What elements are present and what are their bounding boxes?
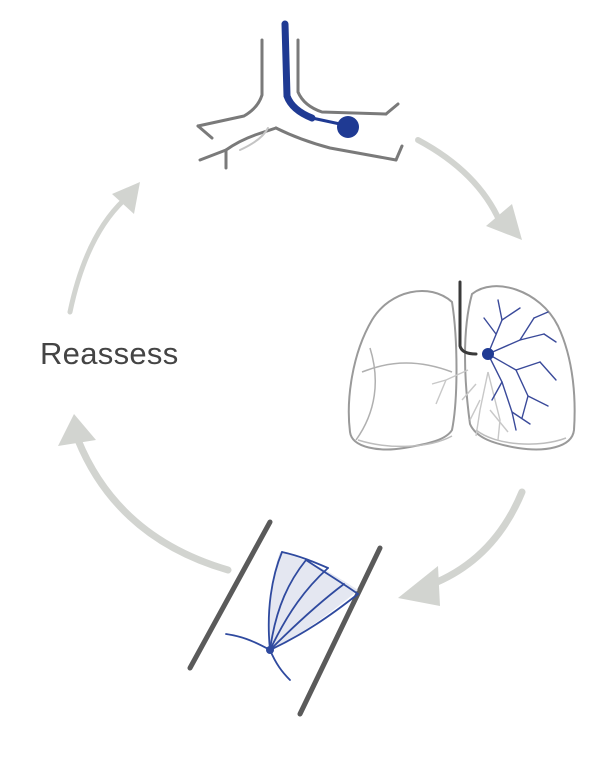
reassess-label: Reassess bbox=[40, 336, 179, 371]
catheter bbox=[281, 20, 359, 138]
lung-pair-vessel-tree-icon bbox=[347, 280, 576, 451]
arrow-bottom-to-left bbox=[58, 414, 232, 574]
bronchial-bifurcation-catheter-icon bbox=[196, 38, 404, 170]
vessel-stent-device-icon bbox=[187, 519, 383, 717]
arrow-left-to-top bbox=[67, 182, 140, 315]
arrow-right-to-bottom bbox=[398, 488, 526, 606]
arrow-top-to-right bbox=[415, 137, 522, 240]
